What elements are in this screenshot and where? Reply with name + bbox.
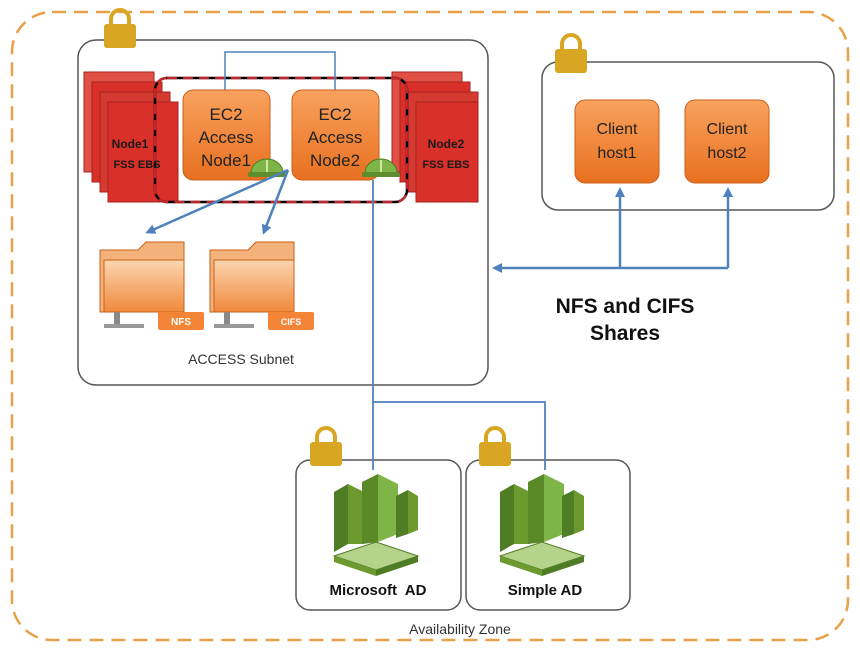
- heartbeat-link: [224, 51, 336, 95]
- lock-icon: [479, 426, 511, 466]
- client-host1-line1: Client: [597, 121, 638, 138]
- ec2-access-node2: [291, 89, 380, 181]
- share-arrow-nfs: [145, 168, 289, 234]
- lock-icon: [104, 8, 136, 48]
- hardhat-icon: [362, 158, 400, 177]
- share-arrow-cifs: [261, 169, 290, 235]
- storage-left-line1: Node1: [112, 137, 149, 151]
- client-host2-line1: Client: [707, 121, 748, 138]
- directory-service-icon: [498, 474, 586, 576]
- client-host1-line2: host1: [597, 145, 636, 162]
- cifs-share-folder-icon: [209, 241, 314, 330]
- ec2-node1-line3: Node1: [201, 151, 251, 170]
- directory-service-icon: [332, 474, 420, 576]
- ebs-volume-stack-right: [391, 71, 479, 203]
- ec2-node2-line1: EC2: [318, 105, 351, 124]
- access-subnet-label: ACCESS Subnet: [188, 351, 294, 367]
- cifs-tag: CIFS: [281, 317, 302, 327]
- storage-left-line2: FSS EBS: [113, 159, 160, 171]
- shares-label-line1: NFS and CIFS: [556, 295, 695, 318]
- ec2-node2-line2: Access: [308, 128, 363, 147]
- lock-icon: [555, 33, 587, 73]
- simple-ad-label: Simple AD: [508, 582, 583, 599]
- storage-right-line1: Node2: [428, 137, 465, 151]
- ec2-node2-line3: Node2: [310, 151, 360, 170]
- client-host1: [574, 99, 660, 184]
- shares-label-line2: Shares: [590, 322, 660, 345]
- hardhat-icon: [248, 158, 286, 177]
- nfs-tag: NFS: [171, 317, 191, 328]
- ec2-node1-line2: Access: [199, 128, 254, 147]
- client-host2-line2: host2: [707, 145, 746, 162]
- client-host2: [684, 99, 770, 184]
- availability-zone-border: [10, 10, 850, 642]
- nfs-share-folder-icon: [99, 241, 204, 330]
- storage-right-line2: FSS EBS: [422, 159, 469, 171]
- ec2-access-node1: [182, 89, 271, 181]
- availability-zone-label: Availability Zone: [409, 621, 511, 637]
- lock-icon: [310, 426, 342, 466]
- ec2-node1-line1: EC2: [209, 105, 242, 124]
- ebs-volume-stack-left: [83, 71, 179, 203]
- microsoft-ad-label: Microsoft AD: [330, 582, 427, 599]
